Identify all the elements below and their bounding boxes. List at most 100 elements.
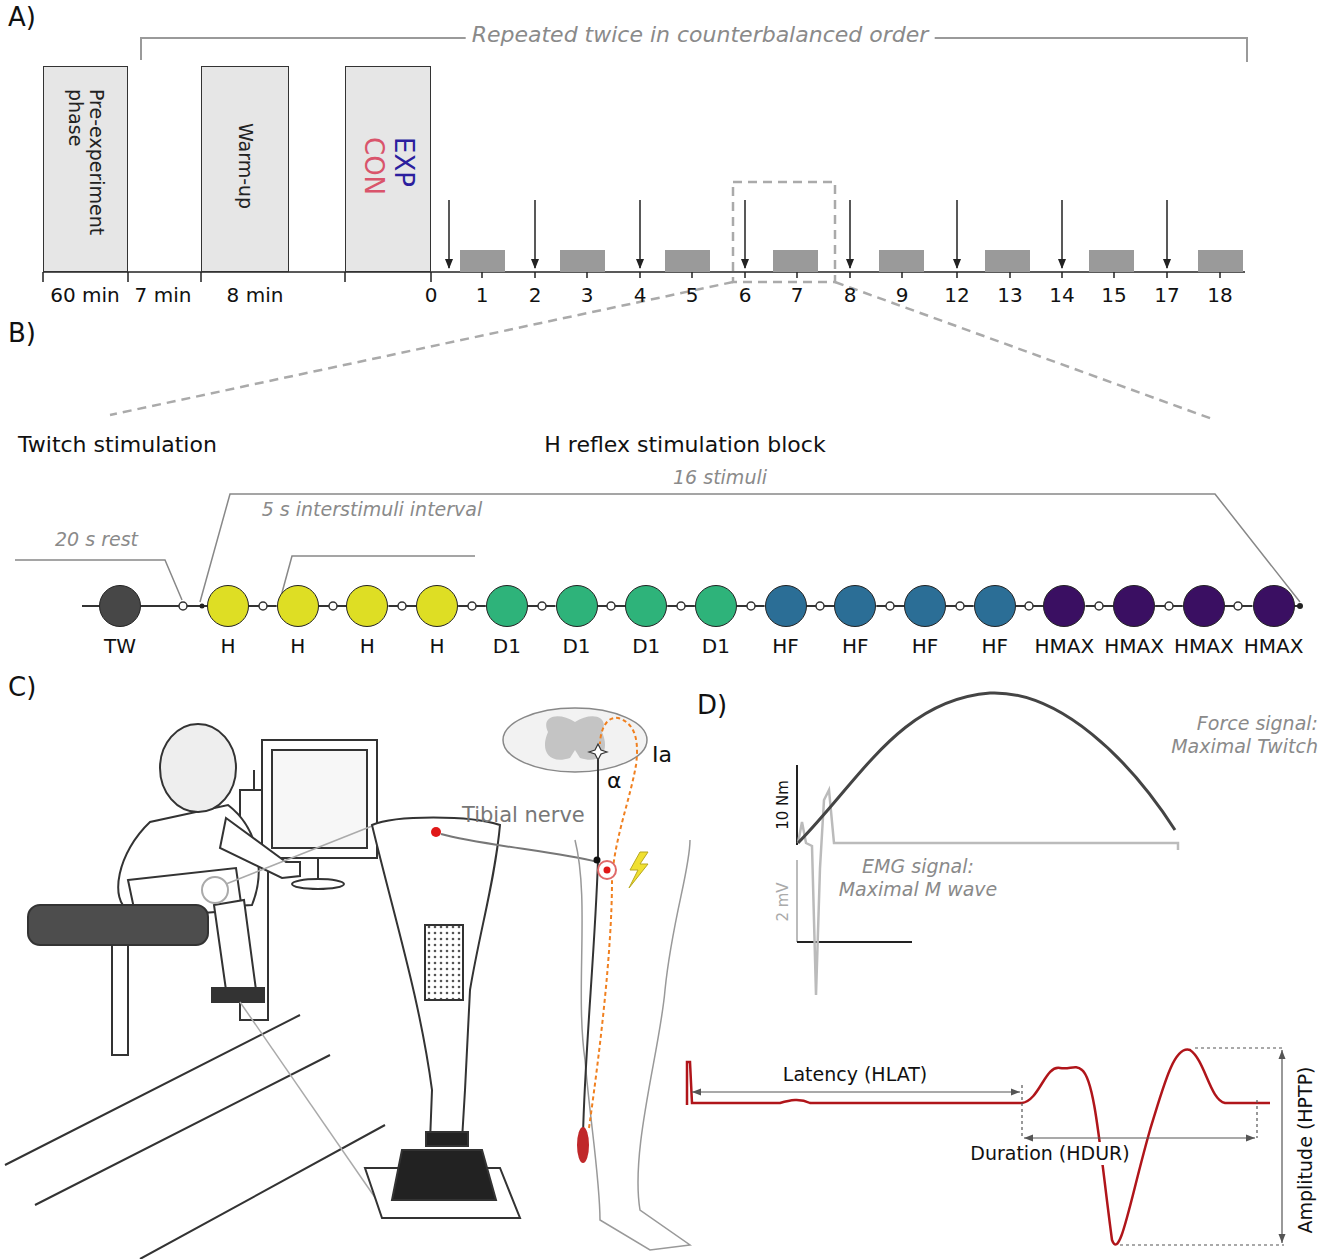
stimulus-label: D1 [493, 634, 521, 658]
section-heading: Twitch stimulation [18, 432, 217, 458]
phase-box: Pre-experiment phase [43, 66, 128, 272]
measure-guide [1256, 1100, 1257, 1138]
time-tick-label: 18 [1207, 283, 1232, 307]
leg-closeup [365, 818, 520, 1219]
section-heading: H reflex stimulation block [544, 432, 825, 458]
time-tick-label: 7 [791, 283, 804, 307]
time-tick-label: 4 [634, 283, 647, 307]
exercise-block [985, 250, 1030, 272]
interval-dot [259, 602, 267, 610]
time-tick-label: 9 [896, 283, 909, 307]
stimulus-circle: D1 [625, 585, 667, 627]
phase-label: Warm-up [234, 123, 256, 265]
time-tick-label: 1 [476, 283, 489, 307]
interval-dot [607, 602, 615, 610]
interval-dot [677, 602, 685, 610]
timeline-tick [43, 272, 1220, 282]
motoneuron [589, 744, 607, 760]
magnifier-line [240, 1002, 385, 1212]
exercise-block [560, 250, 605, 272]
time-tick-label: 17 [1154, 283, 1179, 307]
interval-dot [1025, 602, 1033, 610]
bracket-note: Repeated twice in counterbalanced order [466, 22, 935, 48]
monitor-base [292, 879, 344, 889]
annotation-note: 5 s interstimuli interval [255, 498, 490, 521]
stimulus-label: HF [981, 634, 1008, 658]
leg-outline [575, 840, 690, 1250]
ergometer-rail [5, 1015, 385, 1259]
interval-dot [956, 602, 964, 610]
exercise-block [460, 250, 1243, 272]
panel-letter: B) [8, 318, 36, 349]
stimulus-circle: H [346, 585, 388, 627]
time-tick-label: 13 [997, 283, 1022, 307]
stimulus-circle: HMAX [1183, 585, 1225, 627]
signal-note: EMG signal: Maximal M wave [823, 855, 1013, 901]
stimulus-circle: TW [99, 585, 141, 627]
twitch-force-trace [798, 693, 1175, 843]
stimulus-circle: HMAX [1253, 585, 1295, 627]
bracket-end-dot [1297, 603, 1303, 609]
measure-guide [1021, 1085, 1022, 1138]
phase-text-wrap: Pre-experiment phase [44, 89, 127, 265]
calf-outline [372, 818, 500, 1143]
stimulus-label: HF [772, 634, 799, 658]
stimulus-label: HMAX [1174, 634, 1234, 658]
panel-letter: D) [697, 690, 727, 721]
phase-label: Pre-experiment phase [64, 89, 108, 265]
stimulus-label: HMAX [1035, 634, 1095, 658]
stimulus-circle: HF [834, 585, 876, 627]
participant [28, 724, 300, 1002]
panel-letter: C) [8, 672, 36, 703]
interval-dot [1234, 602, 1242, 610]
time-tick-label: 8 [844, 283, 857, 307]
stimulus-label: HMAX [1104, 634, 1164, 658]
seat-post [112, 945, 128, 1055]
measure-label: Duration (HDUR) [964, 1142, 1135, 1165]
interval-dot [329, 602, 337, 610]
vertical-text: Warm-up [234, 123, 256, 265]
scale-label: 2 mV [774, 882, 792, 921]
electrode-grid [425, 925, 463, 1000]
measure-label: Latency (HLAT) [783, 1063, 927, 1086]
time-tick-label: 15 [1101, 283, 1126, 307]
stimulation-site [431, 827, 441, 837]
duration-label: 60 min [50, 283, 120, 307]
stimulation-arrow [448, 200, 450, 268]
magnifier-lines [226, 826, 385, 1212]
anatomy-label: α [607, 768, 622, 794]
pedal-foot [392, 1150, 496, 1200]
time-tick-label: 14 [1049, 283, 1074, 307]
stimulation-arrow [639, 200, 641, 268]
stimulus-circle: H [416, 585, 458, 627]
time-tick-label: 3 [581, 283, 594, 307]
interval-dot [816, 602, 824, 610]
participant-shin [214, 900, 256, 990]
ankle-strap [426, 1132, 468, 1146]
time-tick-label: 0 [425, 283, 438, 307]
exercise-block [773, 250, 818, 272]
stimulus-bolt [629, 852, 648, 888]
stimulus-circle: HF [765, 585, 807, 627]
nerve-point [594, 857, 601, 864]
measure-guide [1120, 1244, 1284, 1245]
zoom-line [835, 282, 1215, 420]
ergometer [5, 770, 385, 1259]
stimulus-label: H [290, 634, 305, 658]
stimulating-electrode [604, 867, 611, 874]
phase-text-wrap: EXPCON [346, 137, 430, 265]
nerve-leader-line [441, 834, 597, 862]
phase-box: EXPCON [345, 66, 431, 272]
latency-arrow [692, 1091, 1020, 1092]
m-wave-trace [798, 790, 1178, 995]
phase-box: Warm-up [201, 66, 289, 272]
panel-letter: A) [8, 2, 36, 33]
vertical-text: Pre-experiment phase [64, 89, 108, 265]
phase-label: CON [358, 137, 388, 265]
stimulus-label: HF [912, 634, 939, 658]
stimulus-label: TW [104, 634, 136, 658]
timeline-connector [141, 605, 207, 607]
exercise-block [460, 250, 505, 272]
